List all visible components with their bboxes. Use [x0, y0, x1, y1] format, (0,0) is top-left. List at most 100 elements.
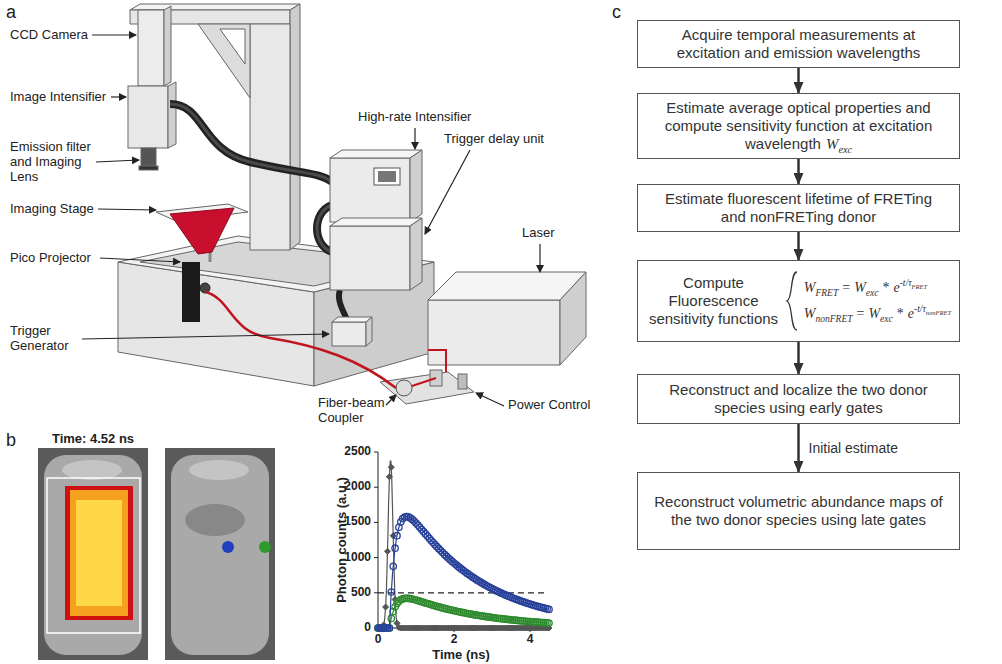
mouse-image-part — [222, 541, 234, 553]
box-text: Estimate average optical properties and … — [665, 99, 933, 152]
chart-axes-part — [378, 452, 548, 628]
part-label: Fiber-beam Coupler — [318, 396, 398, 426]
laser-unit — [428, 272, 586, 365]
mouse-image-part — [70, 490, 128, 616]
tick-label: 0 — [375, 633, 382, 647]
high-rate-intensifier-part — [410, 150, 422, 222]
ccd-camera — [138, 6, 171, 86]
optical-fiber-part — [428, 350, 446, 372]
equation: WFRET=Wexc*e-t/τFRET — [804, 275, 951, 301]
leader-arrow-part — [92, 34, 136, 35]
mouse-image-part — [47, 478, 140, 633]
tick-label: 500 — [351, 586, 371, 600]
tick-label: 2500 — [344, 445, 371, 459]
leader-arrow-part — [414, 128, 415, 149]
threshold-line — [378, 592, 548, 593]
fret-curve-marker — [394, 533, 400, 539]
flow-arrow — [797, 159, 800, 184]
fret-curve-line — [378, 517, 549, 628]
support-column-part — [130, 4, 300, 10]
chart-axes — [374, 452, 548, 632]
mouse-image — [38, 448, 275, 660]
tick-label: 1000 — [344, 551, 371, 565]
ccd-camera-part — [164, 6, 171, 86]
fret-curve-marker — [390, 563, 396, 569]
math-symbol: e — [893, 280, 899, 295]
decay-curves — [375, 461, 552, 631]
process-box: Estimate average optical properties and … — [637, 93, 960, 159]
leader-arrow — [82, 35, 540, 406]
math-subscript: nonFRET — [926, 309, 951, 316]
part-label: Laser — [522, 226, 555, 241]
reference-curve-marker — [385, 548, 391, 554]
imaging-stage — [156, 204, 248, 262]
mouse-image-part — [259, 541, 271, 553]
reference-curve-marker — [386, 474, 392, 480]
part-label: Emission filter and Imaging Lens — [10, 140, 110, 185]
optical-fiber-part — [206, 292, 396, 388]
axis-title: Time (ns) — [432, 648, 490, 663]
math-operator: = — [857, 306, 865, 321]
leader-arrow-part — [425, 150, 470, 234]
reference-curve-marker — [383, 604, 389, 610]
mouse-image-part — [165, 448, 275, 660]
axis-title: Photon counts (a.u.) — [335, 477, 350, 603]
signal-cable — [170, 104, 348, 322]
brace — [785, 270, 799, 332]
panel-letter: c — [612, 2, 621, 23]
flow-arrow — [797, 342, 800, 374]
math-subscript: exc — [866, 288, 879, 298]
signal-cable-part — [170, 104, 332, 182]
image-intensifier-part — [141, 148, 156, 166]
math-symbol: e — [908, 306, 914, 321]
trigger-delay-unit-part — [330, 218, 422, 226]
math-operator: * — [897, 306, 904, 321]
mouse-image-part — [76, 500, 122, 606]
trigger-generator-part — [366, 317, 372, 346]
leader-arrow-part — [98, 209, 156, 210]
mouse-image-part — [65, 486, 133, 620]
mouse-image-part — [189, 460, 249, 480]
math-subscript: exc — [838, 144, 852, 155]
fret-curve-marker — [392, 545, 398, 551]
nonfret-curve-marker — [388, 615, 394, 621]
trigger-delay-unit — [330, 218, 422, 290]
tick-label: 4 — [527, 633, 534, 647]
nonfret-curve-line — [378, 598, 549, 628]
box-text: Reconstruct volumetric abundance maps of… — [654, 493, 943, 529]
part-label: Trigger delay unit — [444, 132, 544, 147]
process-box: Estimate fluorescent lifetime of FRETing… — [637, 184, 960, 232]
signal-cable-part — [170, 104, 332, 182]
flow-arrow — [797, 232, 800, 260]
high-rate-intensifier — [330, 150, 422, 222]
fret-curve-marker — [388, 589, 394, 595]
mouse-image-part — [44, 455, 142, 655]
support-column-part — [250, 24, 290, 250]
high-rate-intensifier-part — [330, 158, 410, 222]
pico-projector — [182, 262, 210, 322]
pico-projector-part — [200, 283, 210, 293]
image-time-label: Time: 4.52 ns — [52, 432, 134, 447]
tick-label: 2 — [451, 633, 458, 647]
laser-unit-part — [560, 272, 586, 365]
laser-unit-part — [428, 300, 560, 365]
fret-curve-marker — [546, 606, 552, 612]
math-operator: = — [842, 280, 850, 295]
panel-letter: a — [6, 2, 16, 23]
ccd-camera-part — [138, 10, 164, 86]
support-column-part — [220, 29, 245, 64]
image-intensifier — [128, 82, 176, 170]
tick-label: 2000 — [344, 480, 371, 494]
math-subscript: exc — [880, 314, 893, 324]
image-intensifier-part — [139, 166, 158, 170]
tick-label: 0 — [364, 621, 371, 635]
math-symbol: W — [826, 136, 839, 152]
mouse-image-part — [62, 460, 122, 480]
part-label: CCD Camera — [10, 28, 88, 43]
optical-fiber-part — [412, 378, 436, 386]
mouse-image-part — [38, 448, 148, 660]
part-label: Pico Projector — [10, 251, 91, 266]
part-label: Image Intensifier — [10, 90, 106, 105]
part-label: Imaging Stage — [10, 202, 94, 217]
box-text: Compute Fluorescence sensitivity functio… — [646, 274, 781, 328]
